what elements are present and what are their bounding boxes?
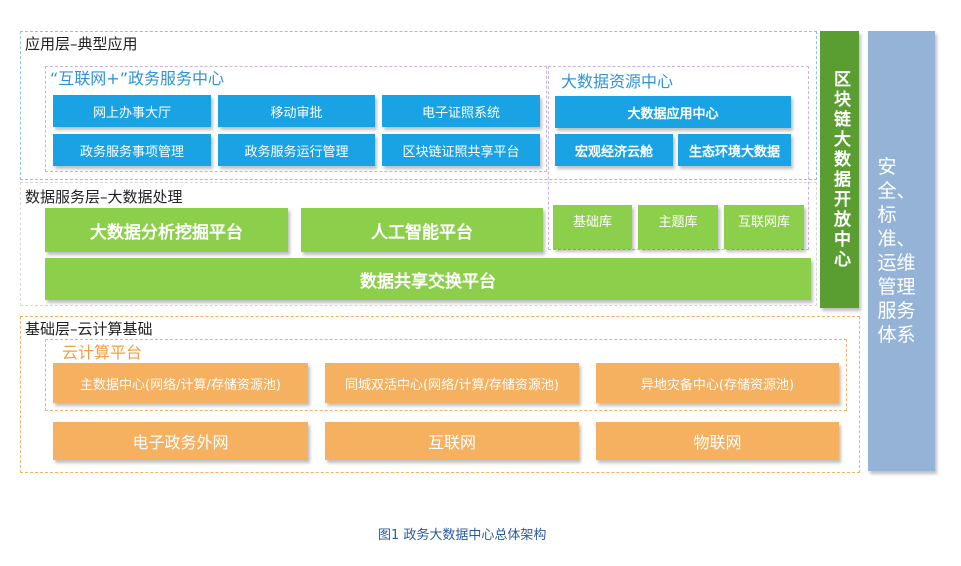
iot-box: 物联网 bbox=[596, 422, 839, 460]
base-layer-title: 基础层–云计算基础 bbox=[25, 320, 153, 338]
bigdata-analysis-platform-box: 大数据分析挖掘平台 bbox=[45, 208, 288, 252]
internet-library-box: 互联网库 bbox=[724, 205, 804, 249]
macro-economy-cloud-box: 宏观经济云舱 bbox=[555, 134, 673, 166]
gov-item-management-box: 政务服务事项管理 bbox=[53, 134, 211, 166]
security-standards-ops-bar: 安全、标准、运维管理服务体系 bbox=[868, 31, 935, 471]
active-active-center-box: 同城双活中心(网络/计算/存储资源池) bbox=[325, 363, 579, 403]
main-datacenter-box: 主数据中心(网络/计算/存储资源池) bbox=[53, 363, 308, 403]
blockchain-open-center-label: 区块链大数据开放中心 bbox=[830, 69, 850, 270]
figure-caption: 图1 政务大数据中心总体架构 bbox=[378, 528, 547, 543]
data-exchange-platform-box: 数据共享交换平台 bbox=[45, 258, 811, 300]
blockchain-license-sharing-box: 区块链证照共享平台 bbox=[382, 134, 540, 166]
bigdata-resource-title: 大数据资源中心 bbox=[561, 72, 674, 91]
bigdata-app-center-box: 大数据应用中心 bbox=[555, 96, 791, 128]
ai-platform-box: 人工智能平台 bbox=[301, 208, 543, 252]
data-layer-title: 数据服务层–大数据处理 bbox=[25, 188, 183, 206]
cloud-platform-title: 云计算平台 bbox=[62, 343, 143, 362]
blockchain-open-center-bar: 区块链大数据开放中心 bbox=[820, 31, 859, 308]
eco-environment-bigdata-box: 生态环境大数据 bbox=[678, 134, 791, 166]
app-layer-frame bbox=[20, 31, 817, 180]
online-service-hall-box: 网上办事大厅 bbox=[53, 95, 211, 127]
mobile-approval-box: 移动审批 bbox=[218, 95, 375, 127]
gov-service-frame bbox=[45, 66, 547, 172]
security-standards-ops-label: 安全、标准、运维管理服务体系 bbox=[877, 156, 916, 346]
base-library-box: 基础库 bbox=[553, 205, 632, 249]
e-license-system-box: 电子证照系统 bbox=[382, 95, 540, 127]
theme-library-box: 主题库 bbox=[638, 205, 718, 249]
egov-extranet-box: 电子政务外网 bbox=[53, 422, 308, 460]
cloud-platform-frame bbox=[45, 339, 847, 411]
bigdata-resource-frame bbox=[548, 66, 809, 250]
internet-box: 互联网 bbox=[325, 422, 579, 460]
data-layer-frame bbox=[20, 182, 817, 306]
gov-service-title: “互联网+”政务服务中心 bbox=[50, 69, 224, 88]
app-layer-title: 应用层–典型应用 bbox=[25, 35, 138, 53]
base-layer-frame bbox=[20, 316, 860, 473]
gov-operation-management-box: 政务服务运行管理 bbox=[218, 134, 375, 166]
disaster-recovery-center-box: 异地灾备中心(存储资源池) bbox=[596, 363, 839, 403]
